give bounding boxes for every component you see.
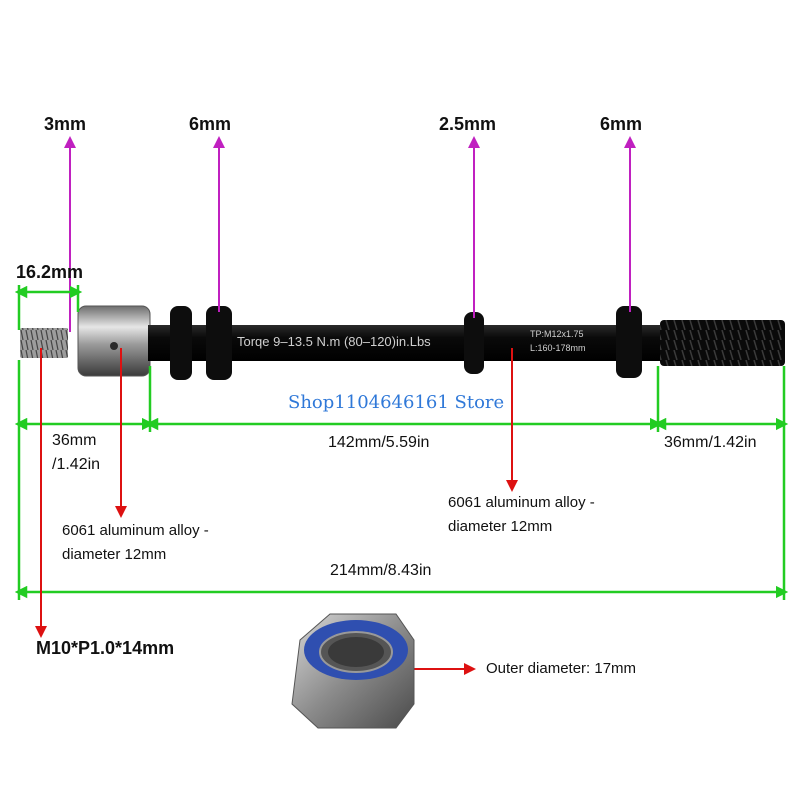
middle-length: 142mm/5.59in	[328, 434, 430, 451]
spacer-label-6mm-left: 6mm	[189, 114, 232, 134]
dimension-lines	[14, 285, 789, 600]
left-material-line2: diameter 12mm	[62, 546, 167, 563]
spacer-ring-3	[464, 312, 484, 374]
callout-arrows	[35, 348, 518, 675]
spacer-ring-2	[206, 306, 232, 380]
nut-outer-diameter-label: Outer diameter: 17mm	[486, 660, 637, 677]
nut-thread	[328, 637, 384, 667]
threaded-end	[660, 320, 785, 366]
axle-torque-print: Torqe 9–13.5 N.m (80–120)in.Lbs	[237, 334, 431, 349]
threaded-tip	[20, 328, 68, 358]
spacer-label-3mm: 3mm	[44, 114, 87, 134]
thread-length-label: 16.2mm	[16, 262, 84, 282]
through-axle	[20, 305, 785, 380]
store-watermark: Shop1104646161 Store	[288, 392, 505, 413]
right-end-length: 36mm/1.42in	[664, 434, 757, 451]
collar-hole	[110, 342, 118, 350]
aluminum-collar	[77, 305, 151, 377]
nylon-lock-nut	[291, 613, 415, 729]
axle-shaft	[148, 325, 668, 361]
left-end-length-in: /1.42in	[52, 456, 101, 473]
spacer-ring-4	[616, 306, 642, 378]
left-material-line1: 6061 aluminum alloy -	[62, 522, 209, 539]
spacer-ring-1	[170, 306, 192, 380]
left-end-length: 36mm	[52, 432, 97, 449]
spacer-arrows	[64, 136, 636, 332]
right-material-line1: 6061 aluminum alloy -	[448, 494, 595, 511]
spacer-label-6mm-right: 6mm	[600, 114, 643, 134]
spacer-label-2-5mm: 2.5mm	[439, 114, 497, 134]
thread-spec-label: M10*P1.0*14mm	[36, 638, 175, 658]
axle-thread-print: TP:M12x1.75	[530, 329, 584, 339]
right-material-line2: diameter 12mm	[448, 518, 553, 535]
total-length: 214mm/8.43in	[330, 562, 432, 579]
axle-length-print: L:160-178mm	[530, 343, 586, 353]
